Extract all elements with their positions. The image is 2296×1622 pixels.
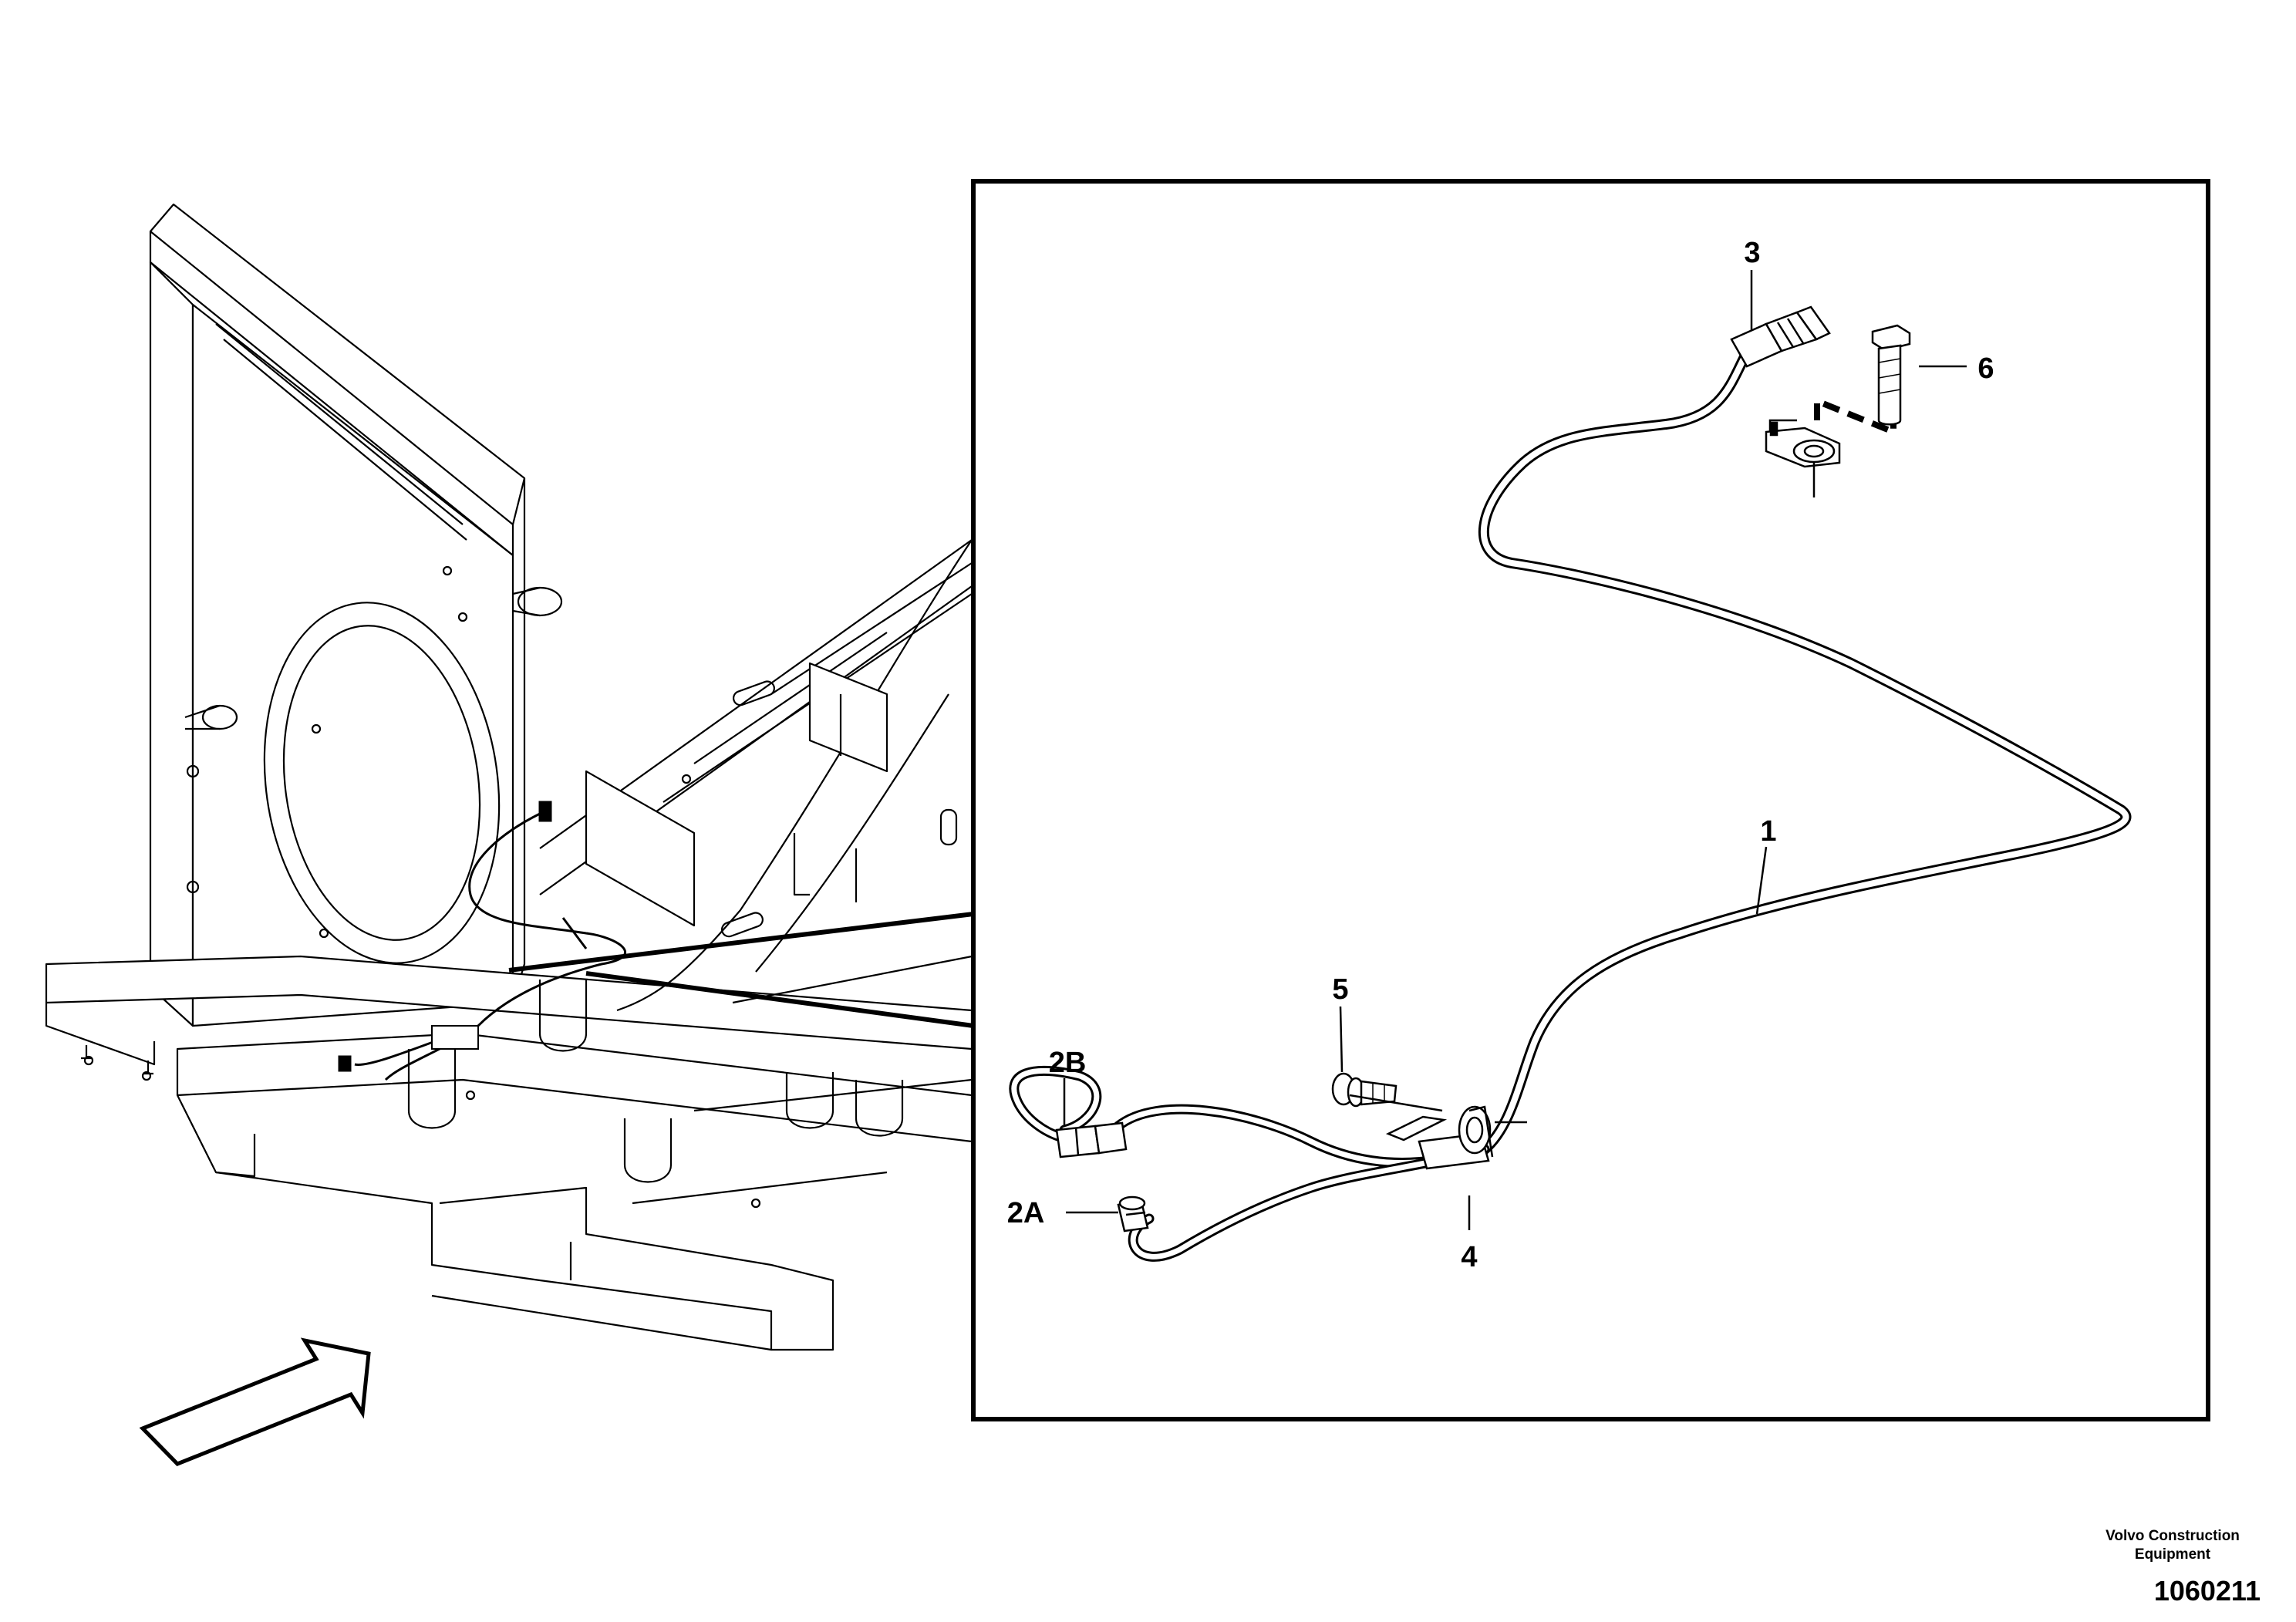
brand-label: Volvo Construction Equipment — [2080, 1527, 2265, 1564]
zoom-indicator-lines — [508, 912, 974, 1028]
bolt-6 — [1871, 324, 1911, 426]
brand-line-2: Equipment — [2134, 1546, 2211, 1563]
connector-2A — [1117, 1195, 1149, 1233]
callout-6: 6 — [1977, 352, 1994, 385]
harness-overview — [338, 801, 627, 1081]
callout-2A: 2A — [1007, 1197, 1045, 1229]
callout-2B: 2B — [1049, 1047, 1087, 1079]
callout-labels: 1 2B 2A 3 4 5 6 — [1007, 237, 1994, 1273]
callout-1: 1 — [1760, 815, 1776, 848]
leader-lines — [1063, 270, 1967, 1230]
clamp-4 — [1418, 1105, 1494, 1170]
mounting-clip — [1765, 419, 1841, 494]
drawing-number: 1060211 — [2153, 1575, 2261, 1607]
connector-2B — [1055, 1121, 1128, 1158]
screw-axis-line — [1349, 1094, 1448, 1141]
detail-frame — [971, 179, 2210, 1421]
callout-4: 4 — [1461, 1241, 1477, 1273]
callout-3: 3 — [1744, 237, 1760, 269]
callout-5: 5 — [1332, 973, 1348, 1006]
brand-line-1: Volvo Construction — [2106, 1528, 2240, 1544]
connector-3 — [1730, 305, 1831, 368]
machine-frame-overview — [45, 203, 973, 1351]
direction-arrow-icon — [139, 1337, 371, 1466]
assembly-dash-line — [1814, 389, 1896, 437]
